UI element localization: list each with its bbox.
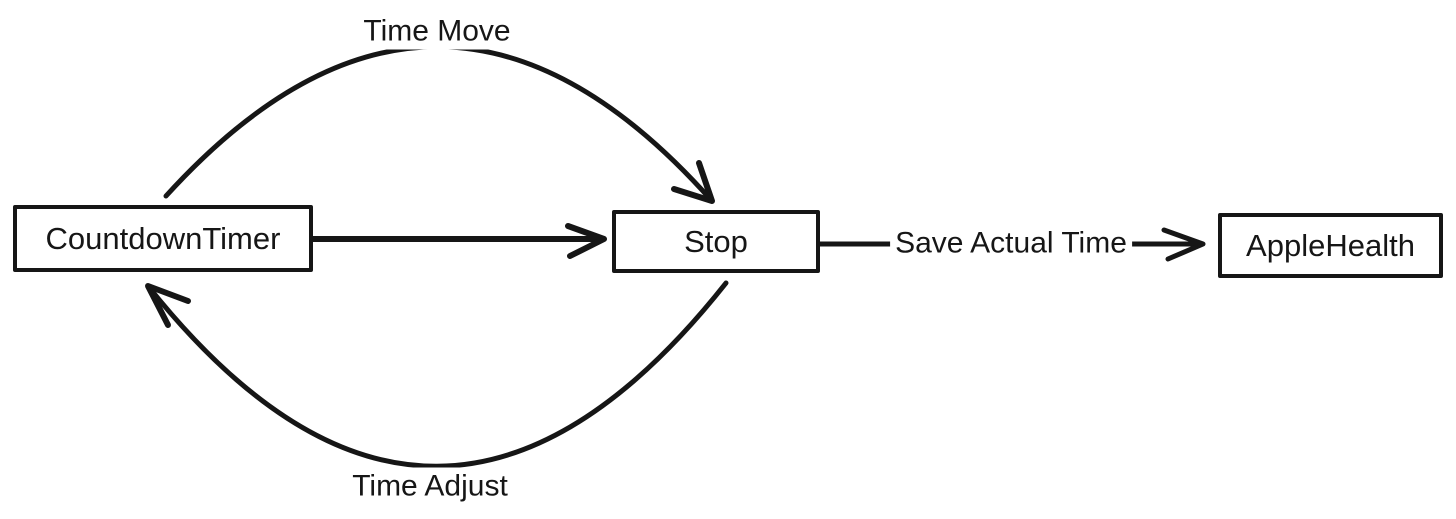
node-countdowntimer: CountdownTimer [13,205,313,272]
edge-time-move-arrowhead-icon [671,160,715,204]
edge-save-actual-time-arrowhead-icon [1161,227,1206,262]
edge-time-move-path [163,44,715,204]
edge-time-adjust-arrowhead-icon [145,283,191,328]
node-stop-label: Stop [684,224,748,259]
node-applehealth: AppleHealth [1218,213,1443,278]
edge-start-to-stop-arrowhead-icon [565,223,607,259]
node-applehealth-label: AppleHealth [1246,228,1415,263]
node-stop: Stop [612,210,820,273]
edge-label-time-move: Time Move [358,12,516,50]
edge-label-save-actual-time: Save Actual Time [890,224,1132,262]
edge-time-adjust-path [145,280,729,469]
edge-label-time-adjust: Time Adjust [347,467,513,505]
node-countdowntimer-label: CountdownTimer [45,221,281,256]
